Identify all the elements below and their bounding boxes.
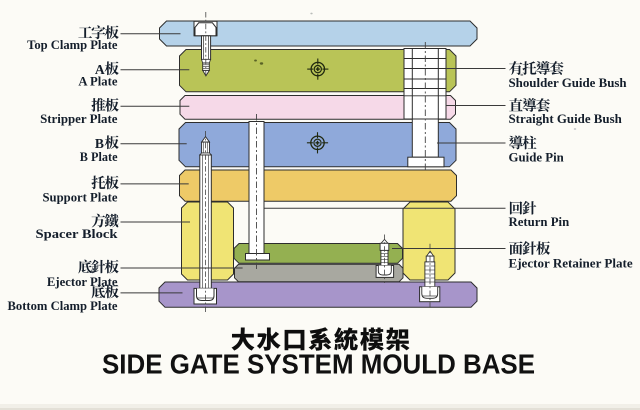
svg-text:Spacer Block: Spacer Block [36,226,119,241]
svg-text:A: A [95,62,105,77]
svg-text:Bottom Clamp Plate: Bottom Clamp Plate [8,298,118,313]
svg-text:Top Clamp Plate: Top Clamp Plate [27,37,118,52]
svg-text:A Plate: A Plate [78,74,117,89]
svg-text:B: B [95,136,104,151]
svg-text:SIDE GATE SYSTEM MOULD BASE: SIDE GATE SYSTEM MOULD BASE [102,349,535,380]
svg-text:Shoulder Guide Bush: Shoulder Guide Bush [509,75,628,90]
svg-text:Support Plate: Support Plate [43,189,118,204]
svg-text:Straight Guide Bush: Straight Guide Bush [509,111,623,126]
svg-text:Ejector Plate: Ejector Plate [47,274,118,289]
svg-text:Stripper Plate: Stripper Plate [40,111,118,126]
svg-text:Guide Pin: Guide Pin [509,149,565,164]
svg-text:Ejector Retainer Plate: Ejector Retainer Plate [509,256,633,271]
svg-text:B Plate: B Plate [80,149,118,164]
svg-text:Return Pin: Return Pin [509,214,570,229]
